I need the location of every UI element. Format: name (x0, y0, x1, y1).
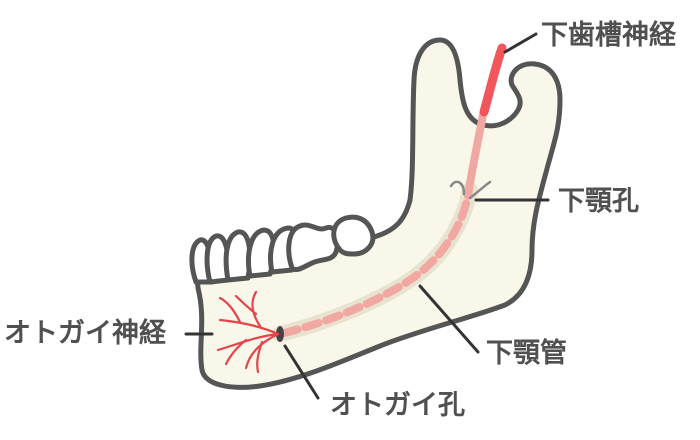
nerve-in-canal (280, 191, 472, 337)
label-mental-nerve: オトガイ神経 (4, 318, 166, 349)
label-mental-foramen: オトガイ孔 (330, 390, 465, 421)
mandibular-foramen-hook (449, 180, 492, 200)
leader-lines (184, 32, 550, 400)
leader-mandibular-canal (418, 284, 480, 354)
label-inferior-alveolar-nerve: 下歯槽神経 (541, 20, 676, 51)
mental-nerve-branches (216, 290, 280, 374)
mandible-bone (195, 37, 563, 390)
teeth (189, 214, 376, 285)
leader-inferior-alveolar-nerve (503, 32, 538, 54)
label-mandibular-foramen: 下顎孔 (558, 186, 639, 217)
leader-mental-foramen (283, 344, 320, 400)
inferior-alveolar-nerve (479, 43, 507, 117)
mental-foramen (276, 326, 284, 342)
label-mandibular-canal: 下顎管 (486, 338, 567, 369)
nerve-pale-segment (464, 106, 488, 199)
